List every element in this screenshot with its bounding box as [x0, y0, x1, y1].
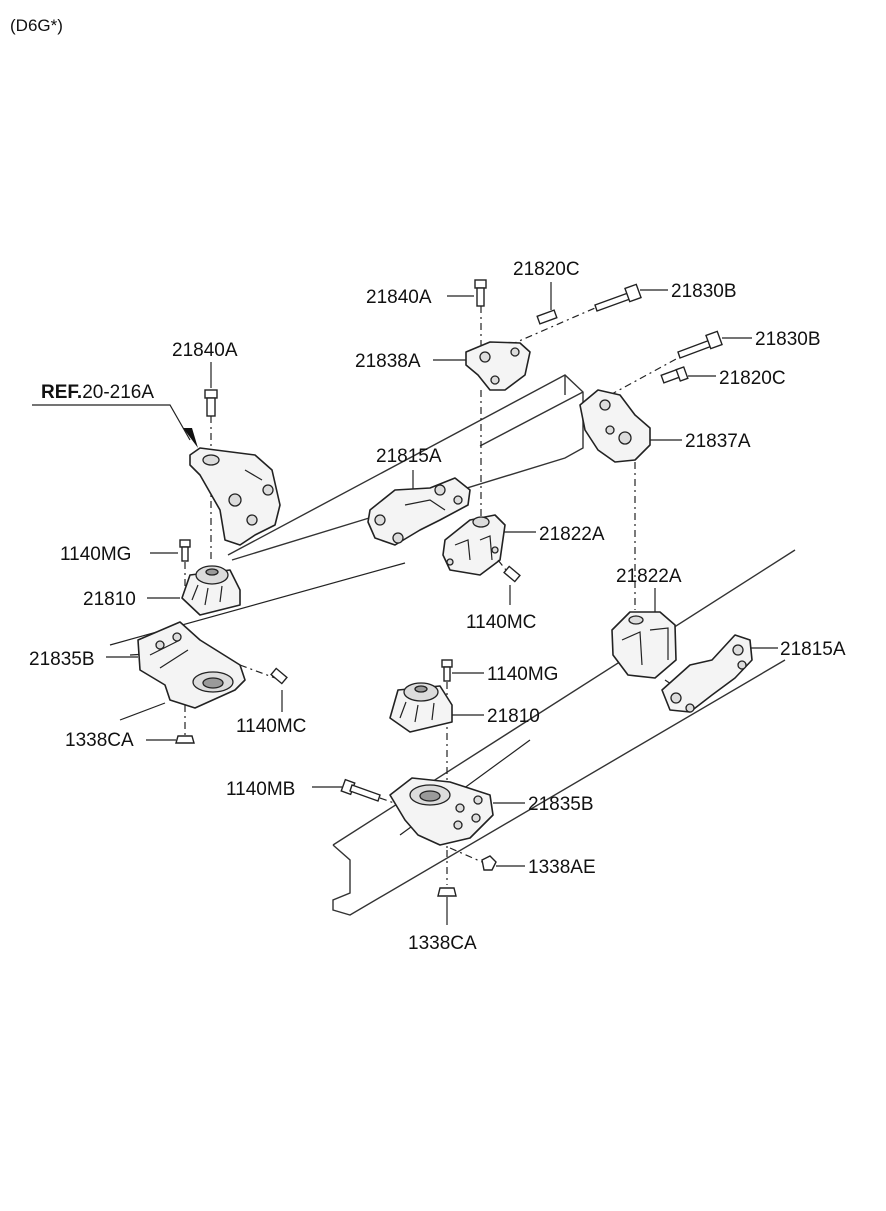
bracket-21815A-right: 21815A — [661, 634, 846, 713]
diagram-header-code: (D6G*) — [10, 16, 63, 35]
bolt-21820C-top: 21820C — [513, 259, 580, 325]
label-21822A-right: 21822A — [616, 566, 682, 587]
label-21840A-top: 21840A — [366, 287, 432, 308]
bracket-21815A-mid: 21815A — [367, 446, 471, 546]
label-1140MG-mid: 1140MG — [487, 664, 558, 685]
label-1140MC-left: 1140MC — [236, 716, 306, 737]
mount-bracket-21835B-mid: 21835B — [389, 777, 594, 846]
nut-1338CA-left: 1338CA — [65, 702, 195, 751]
mount-21822A-mid: 21822A — [442, 514, 605, 576]
ref-callout: REF.20-216A — [32, 382, 198, 448]
bracket-21837A: 21837A — [579, 389, 751, 463]
bolt-21840A-left: 21840A — [172, 340, 238, 417]
label-1140MG-left: 1140MG — [60, 544, 131, 565]
label-1338CA-bottom: 1338CA — [408, 933, 477, 954]
bolt-21830B-right: 21830B — [609, 329, 821, 396]
nut-1338AE: 1338AE — [449, 847, 596, 878]
mount-bracket-21835B-left: 21835B — [29, 621, 246, 709]
mount-insulator-21810-left: 21810 — [83, 565, 241, 616]
engine-bracket-left — [189, 447, 281, 546]
bolt-21820C-right: 21820C — [660, 366, 786, 389]
bolt-1140MG-mid: 1140MG — [441, 659, 558, 685]
bolt-1140MG-left: 1140MG — [60, 539, 191, 565]
label-21838A: 21838A — [355, 351, 421, 372]
label-21830B-right: 21830B — [755, 329, 821, 350]
label-21835B-mid: 21835B — [528, 794, 594, 815]
label-21822A-mid: 21822A — [539, 524, 605, 545]
svg-text:REF.20-216A: REF.20-216A — [41, 382, 154, 403]
label-21810-left: 21810 — [83, 589, 136, 610]
label-1338CA-left: 1338CA — [65, 730, 134, 751]
nut-1338CA-bottom: 1338CA — [408, 850, 477, 954]
bolt-21840A-top: 21840A — [366, 279, 487, 308]
label-21830B-top: 21830B — [671, 281, 737, 302]
label-21820C-right: 21820C — [719, 368, 786, 389]
bolt-1140MB: 1140MB — [226, 778, 401, 806]
label-21820C-top: 21820C — [513, 259, 580, 280]
label-21840A-left: 21840A — [172, 340, 238, 361]
bracket-21838A: 21838A — [355, 341, 531, 391]
bolt-1140MC-mid: 1140MC — [466, 559, 536, 633]
label-1140MC-mid: 1140MC — [466, 612, 536, 633]
label-21815A-right: 21815A — [780, 639, 846, 660]
ref-number: 20-216A — [82, 382, 154, 403]
bolt-1140MC-left: 1140MC — [236, 664, 306, 737]
label-21837A: 21837A — [685, 431, 751, 452]
label-21835B-left: 21835B — [29, 649, 95, 670]
mount-insulator-21810-mid: 21810 — [389, 682, 540, 733]
label-21815A-mid: 21815A — [376, 446, 442, 467]
label-21810-mid: 21810 — [487, 706, 540, 727]
arrow-icon — [183, 428, 198, 448]
ref-prefix: REF. — [41, 382, 82, 403]
label-1140MB: 1140MB — [226, 779, 295, 800]
label-1338AE: 1338AE — [528, 857, 596, 878]
bolt-21830B-top: 21830B — [509, 281, 737, 346]
mount-21822A-right: 21822A — [611, 566, 682, 679]
